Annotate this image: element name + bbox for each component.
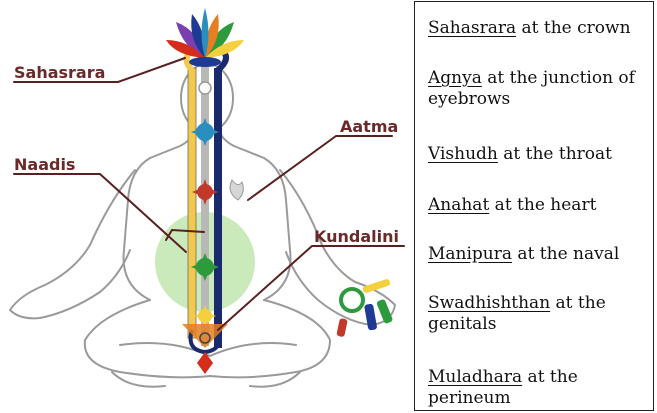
crown-lotus [166,8,244,67]
chakra-figure: Sahasrara Aatma Naadis Kundalini [0,0,410,413]
legend-location: at the heart [489,195,596,215]
chakra-agnya [199,82,211,94]
legend-location: at the throat [498,144,612,164]
finger-blue [364,303,377,330]
legend-location: at the crown [516,18,630,38]
callout-aatma: Aatma [340,117,398,136]
callout-kundalini: Kundalini [314,227,399,246]
legend-term: Muladhara [428,367,522,387]
aatma-leader [248,136,392,200]
legend-term: Swadhishthan [428,293,550,313]
lotus-base [189,57,221,67]
right-hand-mudra [336,278,393,337]
legend-item-anahat: Anahat at the heart [428,195,650,216]
callout-naadis: Naadis [14,155,75,174]
legend-item-swadhishthan: Swadhishthan at the genitals [428,293,650,335]
legend-term: Agnya [428,68,482,88]
aatma-flame-icon [230,180,243,200]
finger-red [336,318,348,337]
legend-item-agnya: Agnya at the junction of eyebrows [428,68,650,110]
callout-sahasrara: Sahasrara [14,63,105,82]
chakra-legend: Sahasrara at the crown Agnya at the junc… [414,1,654,411]
legend-item-sahasrara: Sahasrara at the crown [428,18,650,39]
legend-item-vishudh: Vishudh at the throat [428,144,650,165]
mudra-ring [341,289,363,311]
legend-term: Vishudh [428,144,498,164]
legend-location: at the naval [512,244,619,264]
left-arm-outline [10,170,135,318]
ida-channel [188,68,196,338]
legend-item-muladhara: Muladhara at the perineum [428,367,650,409]
legend-item-manipura: Manipura at the naval [428,244,650,265]
legend-term: Manipura [428,244,512,264]
finger-green [376,299,393,325]
legend-term: Anahat [428,195,489,215]
pingala-channel [214,68,222,348]
legend-term: Sahasrara [428,18,516,38]
